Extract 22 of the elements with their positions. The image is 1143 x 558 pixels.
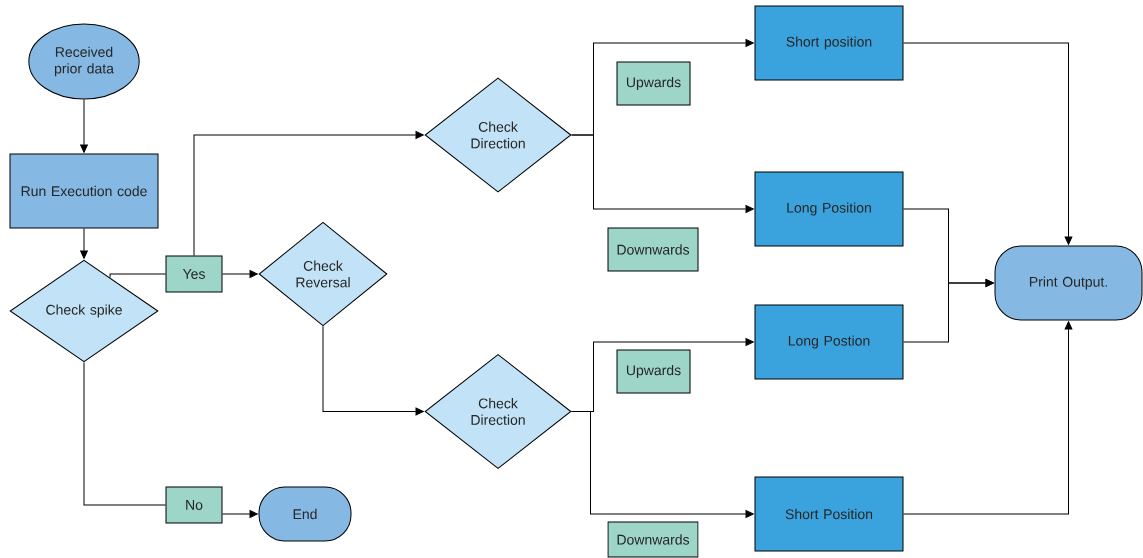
branch-label-box: Downwards (607, 227, 699, 272)
position-box: Short Position (754, 476, 904, 552)
arrow (903, 42, 1073, 245)
branch-label-box: Downwards (607, 521, 699, 558)
arrow (222, 270, 258, 278)
arrow (80, 228, 88, 259)
branch-label-box: Upwards (616, 349, 691, 394)
branch-label-box: No (165, 486, 223, 524)
arrow (571, 411, 754, 518)
position-box: Short position (754, 5, 904, 81)
arrow (903, 279, 994, 343)
arrow (571, 134, 754, 213)
arrow (222, 510, 258, 518)
position-box: Long Position (754, 171, 904, 247)
arrow (322, 325, 424, 416)
branch-label-box: Upwards (616, 61, 691, 106)
position-box: Long Postion (754, 304, 904, 380)
branch-label-box: Yes (165, 255, 223, 293)
process-box: Run Execution code (9, 153, 159, 229)
arrow (80, 99, 88, 153)
arrow (903, 321, 1073, 515)
arrow (193, 131, 424, 256)
